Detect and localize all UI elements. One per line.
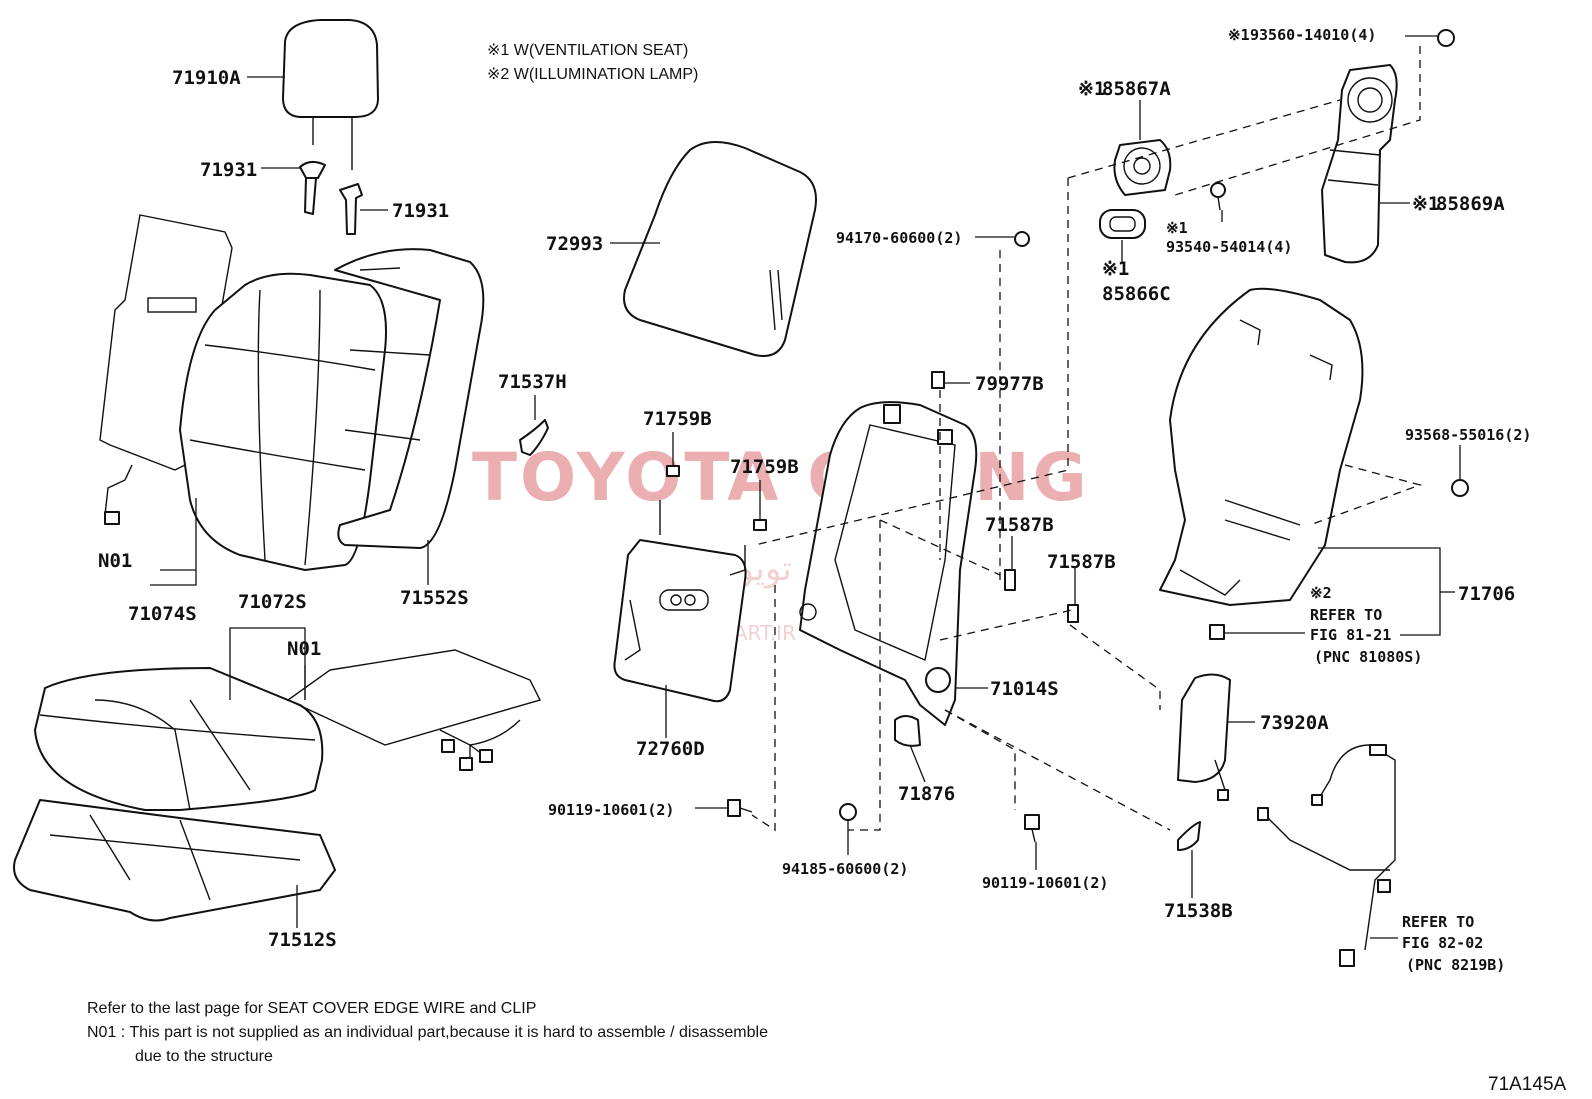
refer-82-02-line3: (PNC 8219B) [1406, 956, 1505, 974]
bracket-71876-drawing [894, 715, 921, 747]
label-71014S: 71014S [990, 678, 1059, 700]
label-93560: 93560-14010(4) [1250, 26, 1376, 44]
label-N01-seatback: N01 [98, 550, 132, 572]
duct-85869A-drawing [1321, 64, 1398, 264]
label-N01-cushion: N01 [287, 638, 321, 660]
clip-71537H-drawing [519, 419, 549, 456]
refer-82-02-line2: FIG 82-02 [1402, 934, 1483, 952]
footer-note-n01-cont: due to the structure [135, 1048, 273, 1065]
mark-refer-81-21: ※2 [1310, 584, 1332, 602]
cushion-pad-heater-drawing [286, 649, 542, 771]
mark-93540: ※1 [1166, 219, 1188, 237]
label-85866C: 85866C [1102, 283, 1171, 305]
label-71759B-lower: 71759B [730, 456, 799, 478]
mark-85869A: ※1 [1412, 193, 1439, 215]
clip-71759B-upper-drawing [666, 465, 680, 477]
headrest-support-drawing [299, 161, 363, 235]
mark-93560: ※1 [1228, 26, 1250, 44]
side-airbag-73920A-drawing [1177, 673, 1231, 801]
label-94170: 94170-60600(2) [836, 229, 962, 247]
label-93540: 93540-54014(4) [1166, 238, 1292, 256]
label-71876: 71876 [898, 783, 955, 805]
illustration-code: 71A145A [1488, 1074, 1567, 1095]
label-71512S: 71512S [268, 929, 337, 951]
watermark-brand: TOYOTA ORANG [472, 439, 1090, 516]
clip-71759B-lower-drawing [753, 519, 767, 531]
label-73920A: 73920A [1260, 712, 1329, 734]
footer-note-n01: N01 : This part is not supplied as an in… [87, 1024, 768, 1041]
label-71587B-right: 71587B [1047, 551, 1116, 573]
mark-85867A: ※1 [1078, 78, 1105, 100]
label-71074S: 71074S [128, 603, 197, 625]
label-71587B-left: 71587B [985, 514, 1054, 536]
label-90119-right: 90119-10601(2) [982, 874, 1108, 892]
headrest-drawing [282, 19, 379, 170]
bracket-71587B-left-drawing [1004, 569, 1016, 591]
label-71552S: 71552S [400, 587, 469, 609]
nut-94170-drawing [1014, 231, 1030, 247]
fan-85867A-drawing [1113, 139, 1172, 196]
mark-85866C: ※1 [1102, 258, 1129, 280]
screw-93568-drawing [1451, 479, 1469, 497]
refer-81-21-line2: FIG 81-21 [1310, 626, 1391, 644]
seatback-board-71706-drawing [1159, 287, 1364, 606]
legend-illumination: ※2 W(ILLUMINATION LAMP) [487, 66, 698, 83]
seatback-pad-drawing [623, 141, 817, 357]
screw-93560-drawing [1437, 29, 1455, 47]
label-93568: 93568-55016(2) [1405, 426, 1531, 444]
label-71931-lower: 71931 [392, 200, 449, 222]
label-71538B: 71538B [1164, 900, 1233, 922]
bolt-90119-right-drawing [1024, 814, 1040, 843]
refer-82-02-line1: REFER TO [1402, 913, 1474, 931]
cushion-pad-drawing [13, 799, 336, 922]
seat-cushion-cover-drawing [34, 667, 324, 811]
lumbar-support-drawing [613, 500, 747, 703]
assembly-dashed-lines [751, 46, 1423, 832]
bracket-71587B-right-drawing [1067, 604, 1079, 623]
label-94185: 94185-60600(2) [782, 860, 908, 878]
footer-note-edge-wire: Refer to the last page for SEAT COVER ED… [87, 1000, 536, 1017]
label-85867A: 85867A [1102, 78, 1171, 100]
label-79977B: 79977B [975, 373, 1044, 395]
label-71537H: 71537H [498, 371, 567, 393]
duct-85866C-drawing [1099, 209, 1146, 239]
wire-harness-drawing [1257, 744, 1396, 967]
label-71072S: 71072S [238, 591, 307, 613]
label-71759B-upper: 71759B [643, 408, 712, 430]
bolt-90119-left-drawing [727, 799, 753, 817]
lamp-connector-drawing [1209, 624, 1225, 640]
refer-81-21-line3: (PNC 81080S) [1314, 648, 1422, 666]
seatback-frame-drawing [799, 401, 978, 726]
label-71706: 71706 [1458, 583, 1515, 605]
clip-71538B-drawing [1177, 821, 1201, 851]
label-85869A: 85869A [1436, 193, 1505, 215]
legend-ventilation: ※1 W(VENTILATION SEAT) [487, 42, 688, 59]
label-71910A: 71910A [172, 67, 241, 89]
label-90119-left: 90119-10601(2) [548, 801, 674, 819]
clip-79977B-drawing [931, 371, 945, 389]
label-71931-upper: 71931 [200, 159, 257, 181]
label-72993: 72993 [546, 233, 603, 255]
nut-94185-drawing [839, 803, 857, 821]
refer-81-21-line1: REFER TO [1310, 606, 1382, 624]
screw-93540-drawing [1210, 182, 1226, 211]
label-72760D: 72760D [636, 738, 705, 760]
seatback-cover-drawing [179, 248, 485, 571]
